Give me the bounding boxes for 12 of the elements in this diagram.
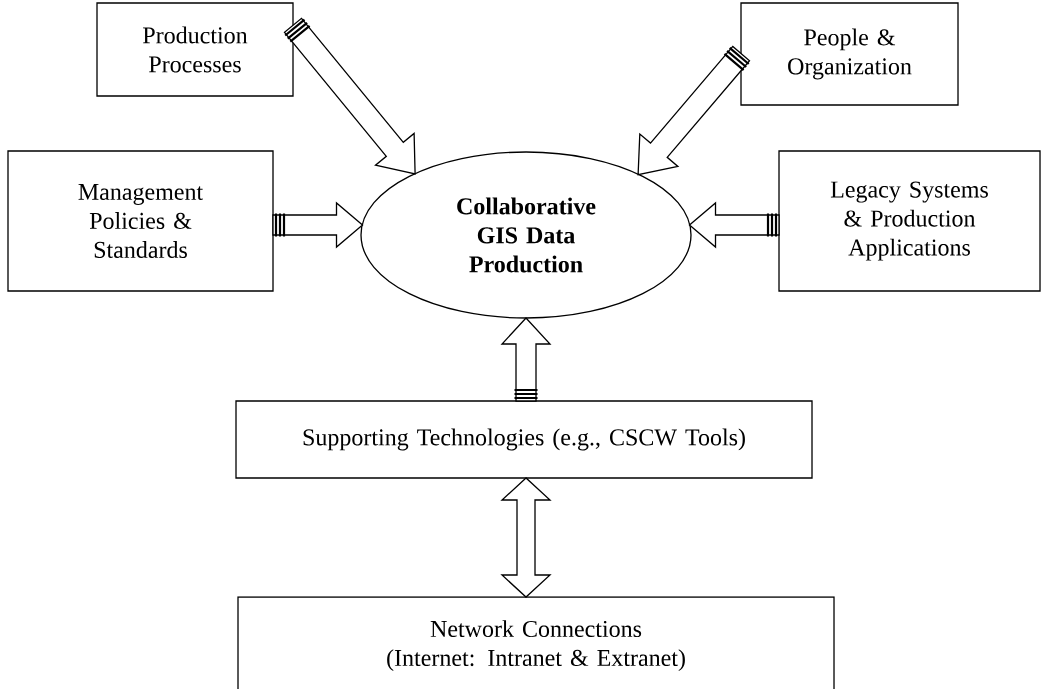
block-arrow xyxy=(500,317,552,402)
block-arrow xyxy=(272,201,364,249)
block-arrow xyxy=(283,17,416,175)
factor-box: People & Organization xyxy=(740,2,959,106)
factor-box: Management Policies & Standards xyxy=(7,150,274,292)
block-arrow xyxy=(637,45,751,176)
block-arrow xyxy=(500,477,552,598)
factor-box: Network Connections (Internet: Intranet & Extranet) xyxy=(237,596,835,689)
block-arrow xyxy=(688,201,780,249)
factor-box: Supporting Technologies (e.g., CSCW Tools) xyxy=(235,400,813,479)
factor-box: Legacy Systems & Production Applications xyxy=(778,150,1041,292)
factor-box: Production Processes xyxy=(96,2,294,97)
